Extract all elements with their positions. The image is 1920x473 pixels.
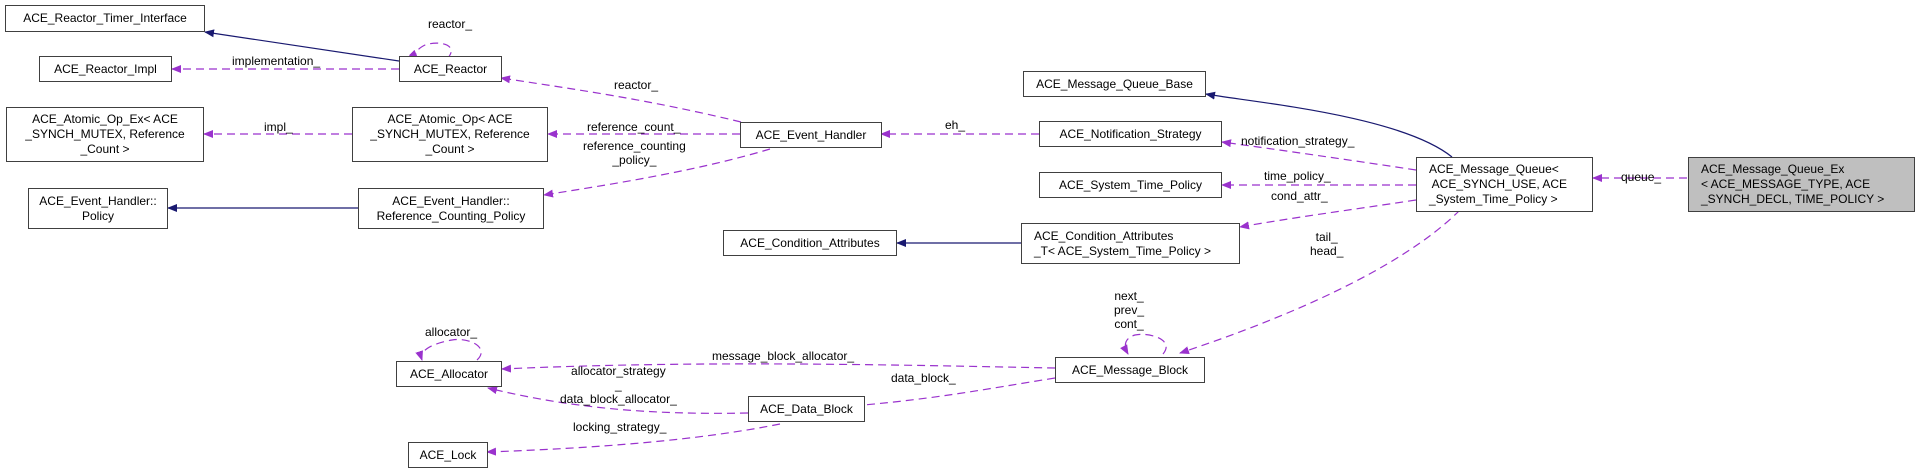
node-allocator[interactable]: ACE_Allocator [396,361,502,387]
node-label: ACE_Reactor_Impl [54,61,157,76]
node-reactor-timer-interface[interactable]: ACE_Reactor_Timer_Interface [5,5,205,32]
node-atomic-op-ex[interactable]: ACE_Atomic_Op_Ex< ACE _SYNCH_MUTEX, Refe… [6,107,204,162]
node-label: ACE_Condition_Attributes _T< ACE_System_… [1034,228,1211,258]
node-message-queue-ex[interactable]: ACE_Message_Queue_Ex < ACE_MESSAGE_TYPE,… [1688,157,1915,212]
node-reactor[interactable]: ACE_Reactor [399,56,502,82]
edge-message-block-allocator [501,363,1056,373]
edge-label-allocator-strategy: allocator_strategy _ data_block_allocato… [560,364,677,406]
edge-label-eh: eh_ [945,118,966,132]
edge-reference-counting-policy [543,148,771,198]
node-event-handler[interactable]: ACE_Event_Handler [740,122,882,148]
edge-label-implementation: implementation_ [232,54,321,68]
node-data-block[interactable]: ACE_Data_Block [748,396,865,422]
edge-cond-attr [1239,199,1417,230]
node-message-block[interactable]: ACE_Message_Block [1055,357,1205,383]
edge-label-queue: queue_ [1621,170,1662,184]
node-label: ACE_Atomic_Op< ACE _SYNCH_MUTEX, Referen… [370,112,530,156]
node-label: ACE_Reactor [413,61,488,76]
node-label: ACE_Event_Handler:: Reference_Counting_P… [376,193,526,223]
node-event-handler-policy[interactable]: ACE_Event_Handler:: Policy [28,188,168,229]
node-label: ACE_Message_Queue_Base [1036,76,1193,91]
edge-locking-strategy [486,423,781,456]
node-label: ACE_Notification_Strategy [1059,126,1202,141]
node-condition-attributes[interactable]: ACE_Condition_Attributes [723,230,897,256]
node-label: ACE_Condition_Attributes [740,235,880,250]
edge-label-reactor: reactor_ [614,78,659,92]
edge-label-time-policy: time_policy_ [1264,169,1331,183]
node-label: ACE_Atomic_Op_Ex< ACE _SYNCH_MUTEX, Refe… [25,112,185,156]
node-label: ACE_Allocator [409,366,489,381]
edge-allocator-self [415,338,482,361]
node-label: ACE_System_Time_Policy [1059,177,1202,192]
edge-tail-head [1179,209,1461,354]
edge-reactor-to-timer-interface [204,29,400,62]
node-label: ACE_Event_Handler:: Policy [39,193,157,223]
node-reactor-impl[interactable]: ACE_Reactor_Impl [39,56,172,82]
node-label: ACE_Lock [419,447,477,462]
edge-label-message-block-allocator: message_block_allocator_ [712,349,855,363]
edge-message-block-self [1120,333,1167,355]
node-label: ACE_Message_Queue< ACE_SYNCH_USE, ACE _S… [1429,162,1568,206]
node-system-time-policy[interactable]: ACE_System_Time_Policy [1039,172,1222,198]
node-message-queue[interactable]: ACE_Message_Queue< ACE_SYNCH_USE, ACE _S… [1416,157,1593,212]
edge-label-notification-strategy: notification_strategy_ [1241,134,1355,148]
node-condition-attributes-t[interactable]: ACE_Condition_Attributes _T< ACE_System_… [1021,223,1240,264]
node-reference-counting-policy[interactable]: ACE_Event_Handler:: Reference_Counting_P… [358,188,544,229]
edge-data-block [839,377,1056,411]
edge-label-allocator-self: allocator_ [425,325,478,339]
node-message-queue-base[interactable]: ACE_Message_Queue_Base [1023,71,1206,97]
edge-label-data-block: data_block_ [891,371,956,385]
edge-label-tail-head: tail_ head_ [1310,230,1344,258]
edge-label-next-prev-cont: next_ prev_ cont_ [1114,289,1145,331]
node-label: ACE_Reactor_Timer_Interface [23,11,187,25]
edge-notification-strategy [1221,139,1417,171]
edge-reactor-usage [500,75,742,123]
edge-label-reactor-self: reactor_ [428,17,473,31]
node-label: ACE_Data_Block [760,401,853,416]
edge-label-cond-attr: cond_attr_ [1271,189,1328,203]
edge-label-reference-count: reference_count_ [587,120,681,134]
node-label: ACE_Event_Handler [755,127,867,142]
edge-label-impl: impl_ [264,120,293,134]
node-label: ACE_Message_Queue_Ex < ACE_MESSAGE_TYPE,… [1701,162,1885,206]
edge-data-block-allocator [487,386,749,414]
edge-label-reference-counting-policy: reference_counting _policy_ [583,139,686,167]
node-lock[interactable]: ACE_Lock [408,442,488,468]
edge-label-locking-strategy: locking_strategy_ [573,420,667,434]
node-atomic-op[interactable]: ACE_Atomic_Op< ACE _SYNCH_MUTEX, Referen… [352,107,548,162]
edge-message-queue-to-base [1205,91,1453,158]
node-notification-strategy[interactable]: ACE_Notification_Strategy [1039,121,1222,147]
edge-reactor-self [408,42,452,60]
node-label: ACE_Message_Block [1071,362,1189,377]
